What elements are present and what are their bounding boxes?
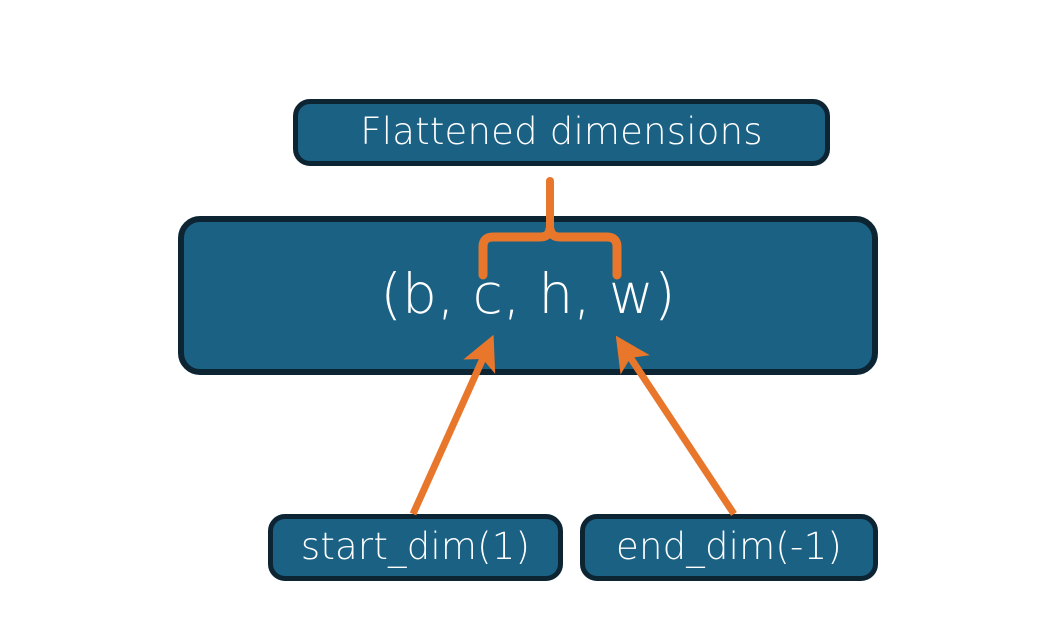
node-flattened-dimensions[interactable]: Flattened dimensions (293, 99, 830, 166)
node-end-dim-label: end_dim(-1) (616, 525, 842, 568)
node-end-dim[interactable]: end_dim(-1) (580, 514, 878, 581)
node-start-dim[interactable]: start_dim(1) (268, 514, 563, 581)
node-start-dim-label: start_dim(1) (300, 525, 531, 568)
node-flattened-dimensions-label: Flattened dimensions (360, 110, 763, 153)
node-tensor-shape[interactable]: (b, c, h, w) (178, 216, 878, 375)
node-tensor-shape-label: (b, c, h, w) (380, 262, 676, 326)
